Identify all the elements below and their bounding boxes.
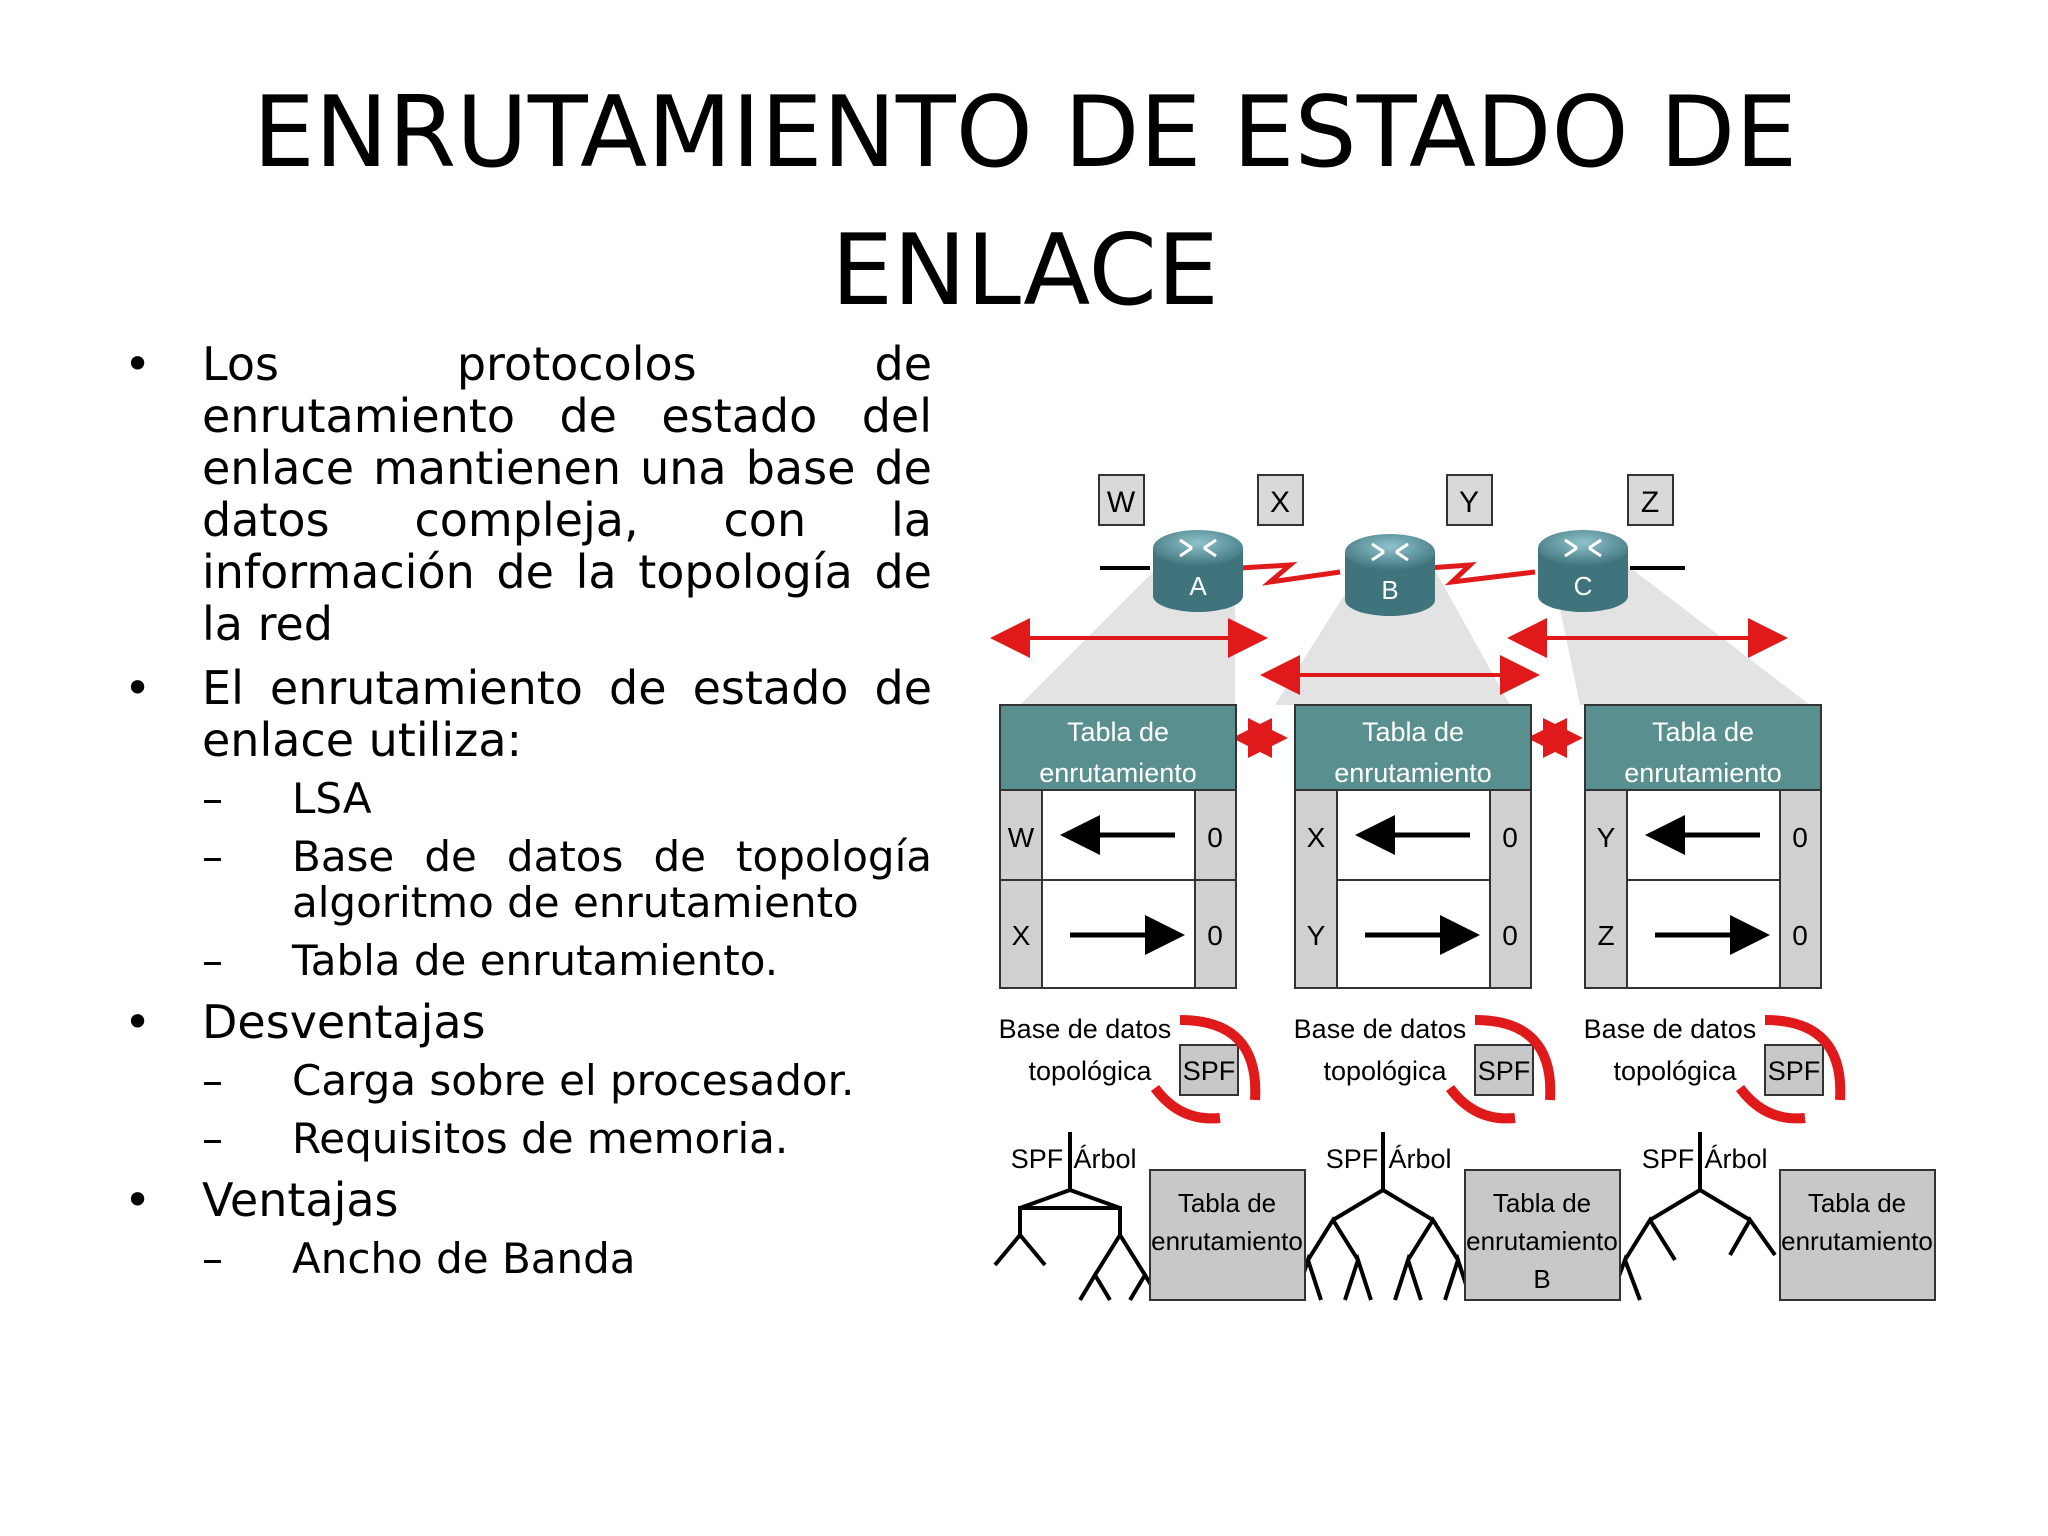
- bullet-item: • Los protocolos de enrutamiento de esta…: [120, 338, 932, 650]
- sub-item: –Requisitos de memoria.: [202, 1114, 789, 1163]
- bullet-item: • El enrutamiento de estado de enlace ut…: [120, 662, 932, 984]
- bullet-text: Desventajas: [202, 995, 486, 1049]
- svg-text:Tabla de: Tabla de: [1178, 1188, 1276, 1218]
- svg-text:Tabla de: Tabla de: [1067, 717, 1169, 747]
- router-c-icon: C: [1538, 530, 1628, 612]
- sub-item: –Carga sobre el procesador.: [202, 1056, 855, 1105]
- svg-text:Tabla de: Tabla de: [1493, 1188, 1591, 1218]
- serial-link-ab: [1239, 562, 1341, 586]
- sub-item: –Base de datos de topología algoritmo de…: [202, 832, 932, 927]
- svg-text:topológica: topológica: [1613, 1056, 1737, 1086]
- svg-text:SPF: SPF: [1642, 1144, 1695, 1174]
- sub-item: –Ancho de Banda: [202, 1234, 636, 1283]
- svg-text:enrutamiento: enrutamiento: [1781, 1226, 1933, 1256]
- routing-table-b: Tabla de enrutamiento X Y 0 0: [1294, 704, 1532, 989]
- svg-text:Base de datos: Base de datos: [1294, 1014, 1467, 1044]
- sub-list: –Carga sobre el procesador. –Requisitos …: [202, 1058, 932, 1162]
- spf-tree-c: SPF Árbol: [1608, 1132, 1777, 1301]
- svg-text:Tabla de: Tabla de: [1362, 717, 1464, 747]
- routing-table-c: Tabla de enrutamiento Y Z 0 0: [1584, 704, 1822, 989]
- topology-db-a: Base de datos topológica SPF: [999, 1014, 1261, 1124]
- spf-tree-b: SPF Árbol: [1293, 1132, 1473, 1301]
- routing-table-a: Tabla de enrutamiento W X 0 0: [999, 704, 1237, 989]
- tree-table-a: Tabla de enrutamiento: [1149, 1169, 1306, 1301]
- bullet-text: Ventajas: [202, 1173, 399, 1227]
- serial-link-bc: [1427, 562, 1536, 586]
- svg-text:0: 0: [1792, 920, 1808, 951]
- svg-text:Árbol: Árbol: [1388, 1144, 1451, 1174]
- spf-tree-a: SPF Árbol: [993, 1132, 1162, 1302]
- bullet-item: • Ventajas –Ancho de Banda: [120, 1174, 932, 1282]
- sub-list: –LSA –Base de datos de topología algorit…: [202, 776, 932, 984]
- slide-title: ENRUTAMIENTO DE ESTADO DE ENLACE: [252, 76, 1798, 328]
- svg-text:Tabla de: Tabla de: [1808, 1188, 1906, 1218]
- svg-text:0: 0: [1207, 920, 1223, 951]
- svg-text:topológica: topológica: [1323, 1056, 1447, 1086]
- tree-table-b: Tabla de enrutamiento B: [1464, 1169, 1621, 1301]
- svg-text:enrutamiento: enrutamiento: [1466, 1226, 1618, 1256]
- tree-table-c: Tabla de enrutamiento: [1779, 1169, 1936, 1301]
- link-state-diagram: W X Y Z A B C Tabla de enrutamiento: [990, 460, 1950, 1370]
- svg-text:enrutamiento: enrutamiento: [1624, 758, 1782, 788]
- svg-text:C: C: [1574, 571, 1593, 601]
- svg-text:topológica: topológica: [1028, 1056, 1152, 1086]
- svg-text:Base de datos: Base de datos: [999, 1014, 1172, 1044]
- sub-list: –Ancho de Banda: [202, 1236, 932, 1282]
- svg-text:B: B: [1533, 1264, 1550, 1294]
- svg-text:Y: Y: [1597, 822, 1616, 853]
- network-w-box: [1098, 474, 1145, 526]
- bullet-dot: •: [124, 995, 152, 1049]
- diagram-svg: W X Y Z A B C Tabla de enrutamiento: [990, 474, 1936, 1302]
- sub-item: –Tabla de enrutamiento.: [202, 936, 779, 985]
- network-y-label: Y: [1459, 486, 1479, 519]
- svg-text:Árbol: Árbol: [1704, 1144, 1767, 1174]
- svg-text:SPF: SPF: [1011, 1144, 1064, 1174]
- svg-text:SPF: SPF: [1478, 1056, 1531, 1086]
- svg-text:SPF: SPF: [1183, 1056, 1236, 1086]
- router-a-icon: A: [1153, 530, 1243, 612]
- router-b-icon: B: [1345, 534, 1435, 616]
- network-z-label: Z: [1641, 486, 1659, 519]
- topology-db-c: Base de datos topológica SPF: [1584, 1014, 1846, 1124]
- bullet-list: • Los protocolos de enrutamiento de esta…: [120, 338, 932, 1294]
- bullet-text: El enrutamiento de estado de enlace util…: [202, 661, 932, 767]
- bullet-dot: •: [124, 661, 152, 715]
- svg-text:Base de datos: Base de datos: [1584, 1014, 1757, 1044]
- sub-item: –LSA: [202, 774, 372, 823]
- svg-text:Y: Y: [1307, 920, 1326, 951]
- svg-text:0: 0: [1502, 920, 1518, 951]
- network-w-label: W: [1107, 486, 1136, 519]
- svg-text:W: W: [1008, 822, 1035, 853]
- svg-text:X: X: [1307, 822, 1326, 853]
- network-z-box: [1627, 474, 1674, 526]
- svg-text:enrutamiento: enrutamiento: [1039, 758, 1197, 788]
- network-x-box: [1257, 474, 1304, 526]
- svg-text:0: 0: [1502, 822, 1518, 853]
- svg-text:enrutamiento: enrutamiento: [1151, 1226, 1303, 1256]
- bullet-text: Los protocolos de enrutamiento de estado…: [202, 337, 932, 651]
- svg-text:Árbol: Árbol: [1073, 1144, 1136, 1174]
- network-y-box: [1446, 474, 1493, 526]
- network-x-label: X: [1270, 486, 1290, 519]
- bullet-dot: •: [124, 1173, 152, 1227]
- svg-text:SPF: SPF: [1768, 1056, 1821, 1086]
- bullet-dot: •: [124, 337, 152, 391]
- svg-text:Tabla de: Tabla de: [1652, 717, 1754, 747]
- svg-text:A: A: [1189, 571, 1207, 601]
- bullet-item: • Desventajas –Carga sobre el procesador…: [120, 996, 932, 1162]
- topology-db-b: Base de datos topológica SPF: [1294, 1014, 1556, 1124]
- svg-text:enrutamiento: enrutamiento: [1334, 758, 1492, 788]
- svg-text:SPF: SPF: [1326, 1144, 1379, 1174]
- svg-text:0: 0: [1792, 822, 1808, 853]
- svg-text:0: 0: [1207, 822, 1223, 853]
- svg-text:Z: Z: [1597, 920, 1614, 951]
- svg-text:B: B: [1381, 575, 1398, 605]
- svg-text:X: X: [1012, 920, 1031, 951]
